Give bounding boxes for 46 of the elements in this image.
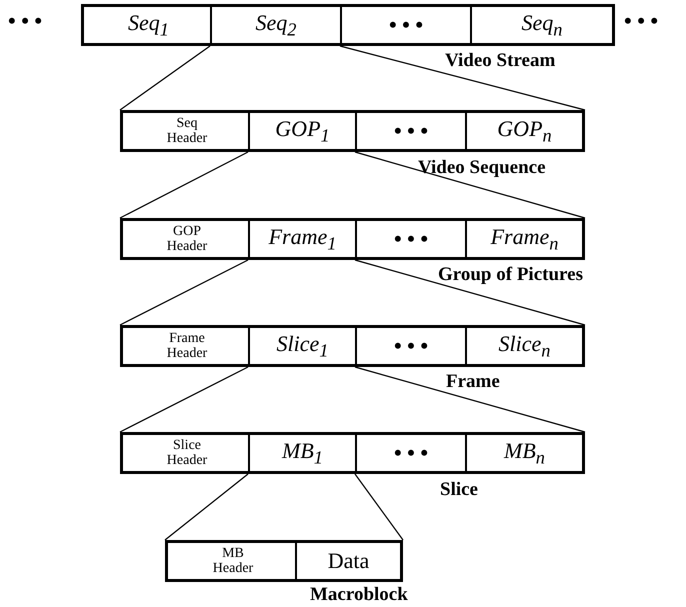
expansion-line <box>340 45 586 111</box>
row-caption: Slice <box>440 479 478 501</box>
segment-cell: Data <box>295 543 400 579</box>
ellipsis-mark: • • • <box>624 8 658 34</box>
segment-row <box>120 110 585 152</box>
segment-cell: Frame$_{1}$ <box>248 221 355 257</box>
row-caption: Group of Pictures <box>438 264 583 286</box>
expansion-line <box>354 259 586 326</box>
segment-cell: GOP$_{n}$ <box>465 113 582 149</box>
segment-cell: Seq$_{2}$ <box>210 7 340 43</box>
segment-row <box>120 218 585 260</box>
ellipsis-cell: • • • <box>355 221 465 257</box>
ellipsis-cell: • • • <box>340 7 470 43</box>
expansion-line <box>164 474 248 540</box>
expansion-line <box>120 259 248 326</box>
ellipsis-mark: • • • <box>8 8 42 34</box>
ellipsis-cell: • • • <box>355 328 465 364</box>
expansion-line <box>120 46 210 110</box>
segment-row <box>165 540 403 582</box>
segment-row <box>120 325 585 367</box>
ellipsis-cell: • • • <box>355 435 465 471</box>
segment-cell: MB$_{n}$ <box>465 435 582 471</box>
row-caption: Video Sequence <box>418 157 546 179</box>
expansion-line <box>120 151 248 219</box>
segment-cell: GOP$_{1}$ <box>248 113 355 149</box>
expansion-line <box>354 151 586 219</box>
segment-row <box>81 4 615 46</box>
segment-cell: Seq$_{n}$ <box>470 7 612 43</box>
row-caption: Frame <box>446 371 500 393</box>
header-cell: Frame Header <box>123 328 251 364</box>
header-cell: GOP Header <box>123 221 251 257</box>
row-caption: Macroblock <box>310 584 408 606</box>
segment-row <box>120 432 585 474</box>
segment-cell: Frame$_{n}$ <box>465 221 582 257</box>
segment-cell: Slice$_{n}$ <box>465 328 582 364</box>
segment-cell: Seq$_{1}$ <box>84 7 213 43</box>
ellipsis-cell: • • • <box>355 113 465 149</box>
header-cell: MB Header <box>168 543 298 579</box>
row-caption: Video Stream <box>445 50 556 72</box>
expansion-line <box>354 474 404 540</box>
segment-cell: MB$_{1}$ <box>248 435 355 471</box>
header-cell: Slice Header <box>123 435 251 471</box>
expansion-line <box>354 366 586 433</box>
segment-cell: Slice$_{1}$ <box>248 328 355 364</box>
expansion-line <box>120 366 248 433</box>
header-cell: Seq Header <box>123 113 251 149</box>
